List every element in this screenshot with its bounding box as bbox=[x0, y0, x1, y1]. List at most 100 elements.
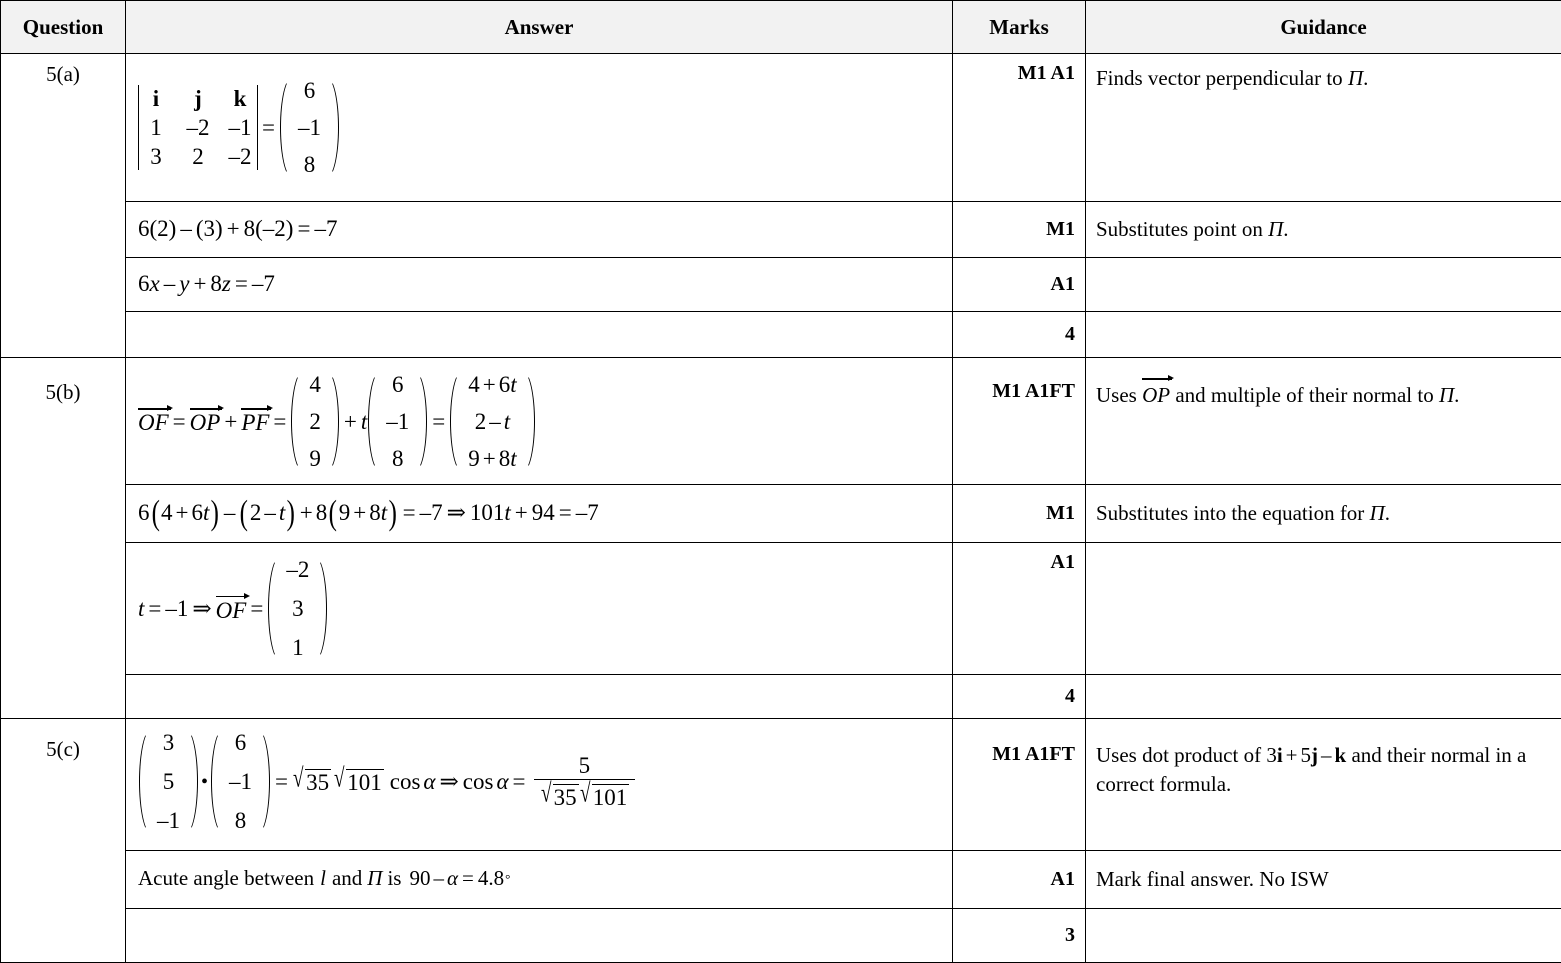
table-row-total: 4 bbox=[1, 312, 1561, 358]
right-paren bbox=[258, 727, 270, 836]
minus-1: – bbox=[221, 501, 239, 524]
column-header-answer: Answer bbox=[126, 1, 953, 54]
vector-entry-3: 8 bbox=[392, 447, 404, 470]
plus-sign: + bbox=[189, 272, 210, 295]
answer-cell-5a-substitution: 6(2)–(3)+8(–2)=–7 bbox=[126, 202, 953, 258]
det-a33: –2 bbox=[226, 145, 254, 168]
sqrt-101: √101 bbox=[333, 769, 384, 794]
guidance-cell-5a-3 bbox=[1086, 258, 1561, 312]
marks-cell-5a-1: M1 A1 bbox=[953, 54, 1086, 202]
det-a22: –2 bbox=[184, 116, 212, 139]
guidance-text-mid: and multiple of their normal to bbox=[1170, 383, 1439, 407]
pi-symbol: Π bbox=[1370, 501, 1385, 525]
det-a23: –1 bbox=[226, 116, 254, 139]
vector-entry-1: 6 bbox=[235, 731, 247, 754]
plus-1: + bbox=[220, 410, 241, 433]
marks-cell-5b-1: M1 A1FT bbox=[953, 358, 1086, 485]
answer-cell-5b-total-blank bbox=[126, 675, 953, 719]
det-a32: 2 bbox=[184, 145, 212, 168]
guidance-cell-5c-1: Uses dot product of 3i+5j–k and their no… bbox=[1086, 719, 1561, 851]
t-value: –1 bbox=[165, 597, 188, 620]
term-2: (3) bbox=[196, 217, 223, 240]
var-x: x bbox=[150, 272, 160, 295]
column-vector-line-direction: 3 5 –1 bbox=[139, 727, 198, 836]
vector-entry-1: 3 bbox=[163, 731, 175, 754]
right-paren bbox=[186, 727, 198, 836]
math-of-equation: OF = OP + PF = 4 2 9 + bbox=[138, 369, 536, 474]
guidance-cell-5b-total bbox=[1086, 675, 1561, 719]
guidance-cell-5a-total bbox=[1086, 312, 1561, 358]
vector-entry-3: 1 bbox=[292, 636, 304, 659]
rhs: –7 bbox=[314, 217, 337, 240]
equals-1: = bbox=[169, 410, 190, 433]
implies-arrow: ⇒ bbox=[188, 597, 215, 620]
minus-sign: – bbox=[430, 868, 447, 889]
column-header-marks: Marks bbox=[953, 1, 1086, 54]
vector-entry-3: 8 bbox=[235, 809, 247, 832]
guidance-text-post: . bbox=[1283, 217, 1288, 241]
angle-value: 4.8 bbox=[478, 868, 504, 889]
implies-arrow: ⇒ bbox=[443, 501, 470, 524]
vector-entry-3: 9+8t bbox=[468, 447, 516, 470]
math-t-value-and-OF: t=–1⇒ OF = –2 3 1 bbox=[138, 554, 328, 663]
left-paren bbox=[211, 727, 223, 836]
open-paren-2: ( bbox=[240, 501, 248, 525]
result-column-vector: 6 –1 8 bbox=[280, 75, 339, 180]
coef-8: 8 bbox=[316, 501, 328, 524]
vector-entry-1: 6 bbox=[304, 79, 316, 102]
implies-arrow: ⇒ bbox=[436, 770, 463, 793]
equals-2: = bbox=[509, 770, 530, 793]
det-k: k bbox=[226, 87, 254, 110]
answer-cell-5a-cross-product: i j k 1 –2 –1 3 2 –2 = bbox=[126, 54, 953, 202]
coef-8: 8 bbox=[210, 272, 222, 295]
table-row: 5(b) OF = OP + PF = 4 2 9 bbox=[1, 358, 1561, 485]
vector-PF: PF bbox=[241, 408, 269, 434]
table-row: 5(c) 3 5 –1 • bbox=[1, 719, 1561, 851]
answer-cell-5c-total-blank bbox=[126, 909, 953, 963]
pi-symbol: Π bbox=[1268, 217, 1283, 241]
close-paren-3: ) bbox=[389, 501, 397, 525]
coef-6: 6 bbox=[138, 272, 150, 295]
header-row: Question Answer Marks Guidance bbox=[1, 1, 1561, 54]
var-y: y bbox=[179, 272, 189, 295]
guidance-cell-5b-3 bbox=[1086, 543, 1561, 675]
plus-1: + bbox=[297, 501, 316, 524]
right-paren bbox=[415, 369, 427, 474]
table-row: t=–1⇒ OF = –2 3 1 A1 bbox=[1, 543, 1561, 675]
line-l: l bbox=[314, 868, 332, 889]
sqrt-101-den: √101 bbox=[579, 784, 630, 809]
math-substitution-expression: 6(2)–(3)+8(–2)=–7 bbox=[138, 217, 337, 240]
det-a21: 1 bbox=[142, 116, 170, 139]
cos-2: cos bbox=[463, 770, 494, 793]
coef-6: 6 bbox=[138, 501, 150, 524]
guidance-text-pre: Substitutes into the equation for bbox=[1096, 501, 1370, 525]
minus-1: – bbox=[176, 217, 196, 240]
column-header-question: Question bbox=[1, 1, 126, 54]
equals-sign: = bbox=[458, 868, 478, 889]
denominator: √35√101 bbox=[534, 779, 636, 809]
marks-cell-5b-2: M1 bbox=[953, 485, 1086, 543]
table-header: Question Answer Marks Guidance bbox=[1, 1, 1561, 54]
determinant-matrix: i j k 1 –2 –1 3 2 –2 bbox=[138, 85, 258, 170]
close-paren-2: ) bbox=[287, 501, 295, 525]
guidance-cell-5a-1: Finds vector perpendicular to Π. bbox=[1086, 54, 1561, 202]
det-j: j bbox=[184, 87, 212, 110]
fraction-cos-alpha: 5 √35√101 bbox=[534, 754, 636, 809]
guidance-cell-5b-2: Substitutes into the equation for Π. bbox=[1086, 485, 1561, 543]
right-paren bbox=[327, 75, 339, 180]
equals-1: = bbox=[271, 770, 292, 793]
answer-cell-5b-position-vector: OF = OP + PF = 4 2 9 + bbox=[126, 358, 953, 485]
det-a31: 3 bbox=[142, 145, 170, 168]
right-paren bbox=[327, 369, 339, 474]
left-paren bbox=[291, 369, 303, 474]
rhs-2: –7 bbox=[576, 501, 599, 524]
column-vector-OP: 4 2 9 bbox=[291, 369, 339, 474]
marks-total-5c: 3 bbox=[953, 909, 1086, 963]
det-i: i bbox=[142, 87, 170, 110]
guidance-text-pre: Substitutes point on bbox=[1096, 217, 1268, 241]
coef-101: 101 bbox=[470, 501, 505, 524]
